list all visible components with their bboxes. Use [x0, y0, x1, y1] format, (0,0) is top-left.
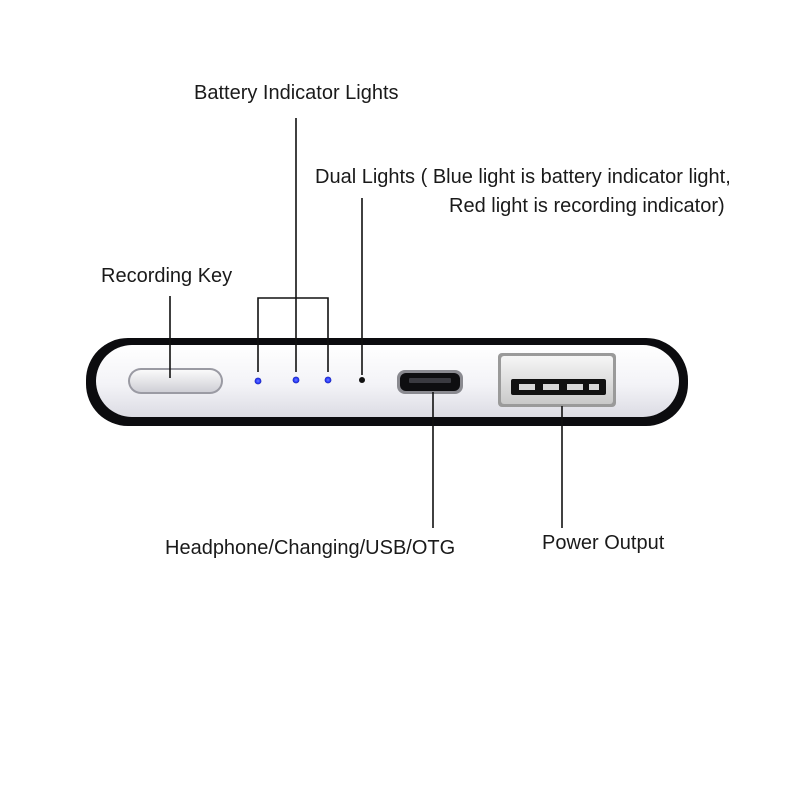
leader-lines	[169, 118, 563, 528]
micro-usb-port-icon[interactable]	[397, 370, 463, 394]
battery-light-2	[292, 376, 300, 384]
battery-lights-bracket	[257, 297, 329, 372]
dual-light	[359, 377, 365, 383]
power-output-label: Power Output	[542, 532, 665, 554]
headphone-port-label: Headphone/Changing/USB/OTG	[165, 537, 456, 559]
battery-light-3	[324, 376, 332, 384]
battery-indicator-lights-label: Battery Indicator Lights	[194, 82, 399, 104]
dual-lights-label-line1: Dual Lights ( Blue light is battery indi…	[315, 166, 731, 188]
usb-a-port-icon[interactable]	[498, 353, 616, 407]
pill-button-icon[interactable]	[128, 368, 223, 394]
battery-light-1	[254, 377, 262, 385]
dual-lights-label-line2: Red light is recording indicator)	[449, 195, 725, 217]
recording-key-label: Recording Key	[101, 265, 233, 287]
